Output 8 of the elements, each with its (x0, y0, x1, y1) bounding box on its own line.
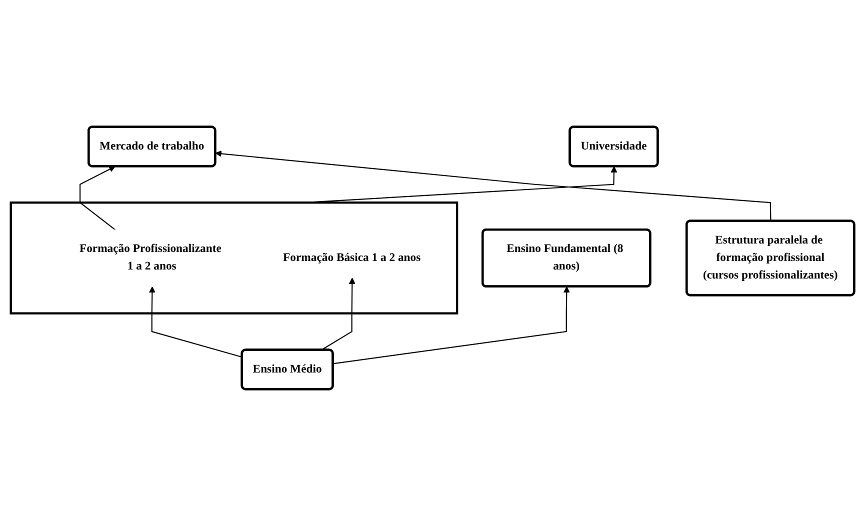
cluster (10, 202, 458, 314)
node-text: Formação Profissionalizante 1 a 2 anos (79, 242, 222, 273)
arrow (333, 286, 570, 364)
arrow (320, 278, 356, 351)
arrow (148, 286, 242, 358)
arrow (215, 150, 772, 222)
node-text: Formação Básica 1 a 2 anos (283, 251, 421, 264)
arrow (80, 166, 116, 230)
